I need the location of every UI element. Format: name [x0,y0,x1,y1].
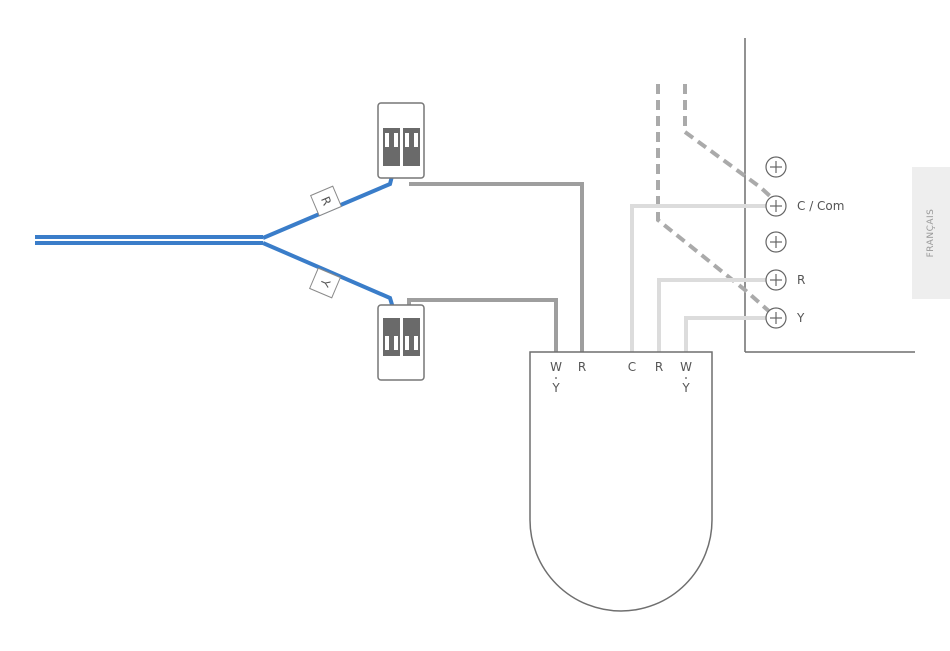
terminal-dot-left [555,377,557,379]
terminal-label-right-w: W [680,360,692,374]
dashed-wire-to-com [685,84,771,197]
wall-terminals [766,157,786,328]
terminal-dot-right [685,377,687,379]
wall-terminal-1-icon [766,157,786,177]
terminal-label-right-r: R [655,360,663,374]
wire-tag-r: R [311,186,342,216]
wall-terminal-com-icon [766,196,786,216]
wall-label-com: C / Com [797,199,844,213]
wall-terminal-labels: C / Com R Y [796,199,844,325]
wire-wy-to-y [686,318,766,352]
wire-connector-lower [378,305,424,380]
gray-wires [409,184,582,352]
language-tab[interactable]: FRANÇAIS [912,167,950,299]
terminal-label-right-y: Y [681,381,690,395]
wall-label-y: Y [796,311,805,325]
wall-terminal-y-icon [766,308,786,328]
wall-terminal-r-icon [766,270,786,290]
wall-label-r: R [797,273,805,287]
terminal-label-c: C [628,360,636,374]
terminal-label-left-r: R [578,360,586,374]
blue-wires [35,172,393,308]
terminal-label-left-w: W [550,360,562,374]
language-tab-label: FRANÇAIS [926,209,936,258]
wall-terminal-3-icon [766,232,786,252]
terminal-label-left-y: Y [551,381,560,395]
wire-y-to-device [409,300,556,352]
wire-connector-upper [378,103,424,178]
wall-plate [745,38,915,352]
light-wires [632,206,766,352]
